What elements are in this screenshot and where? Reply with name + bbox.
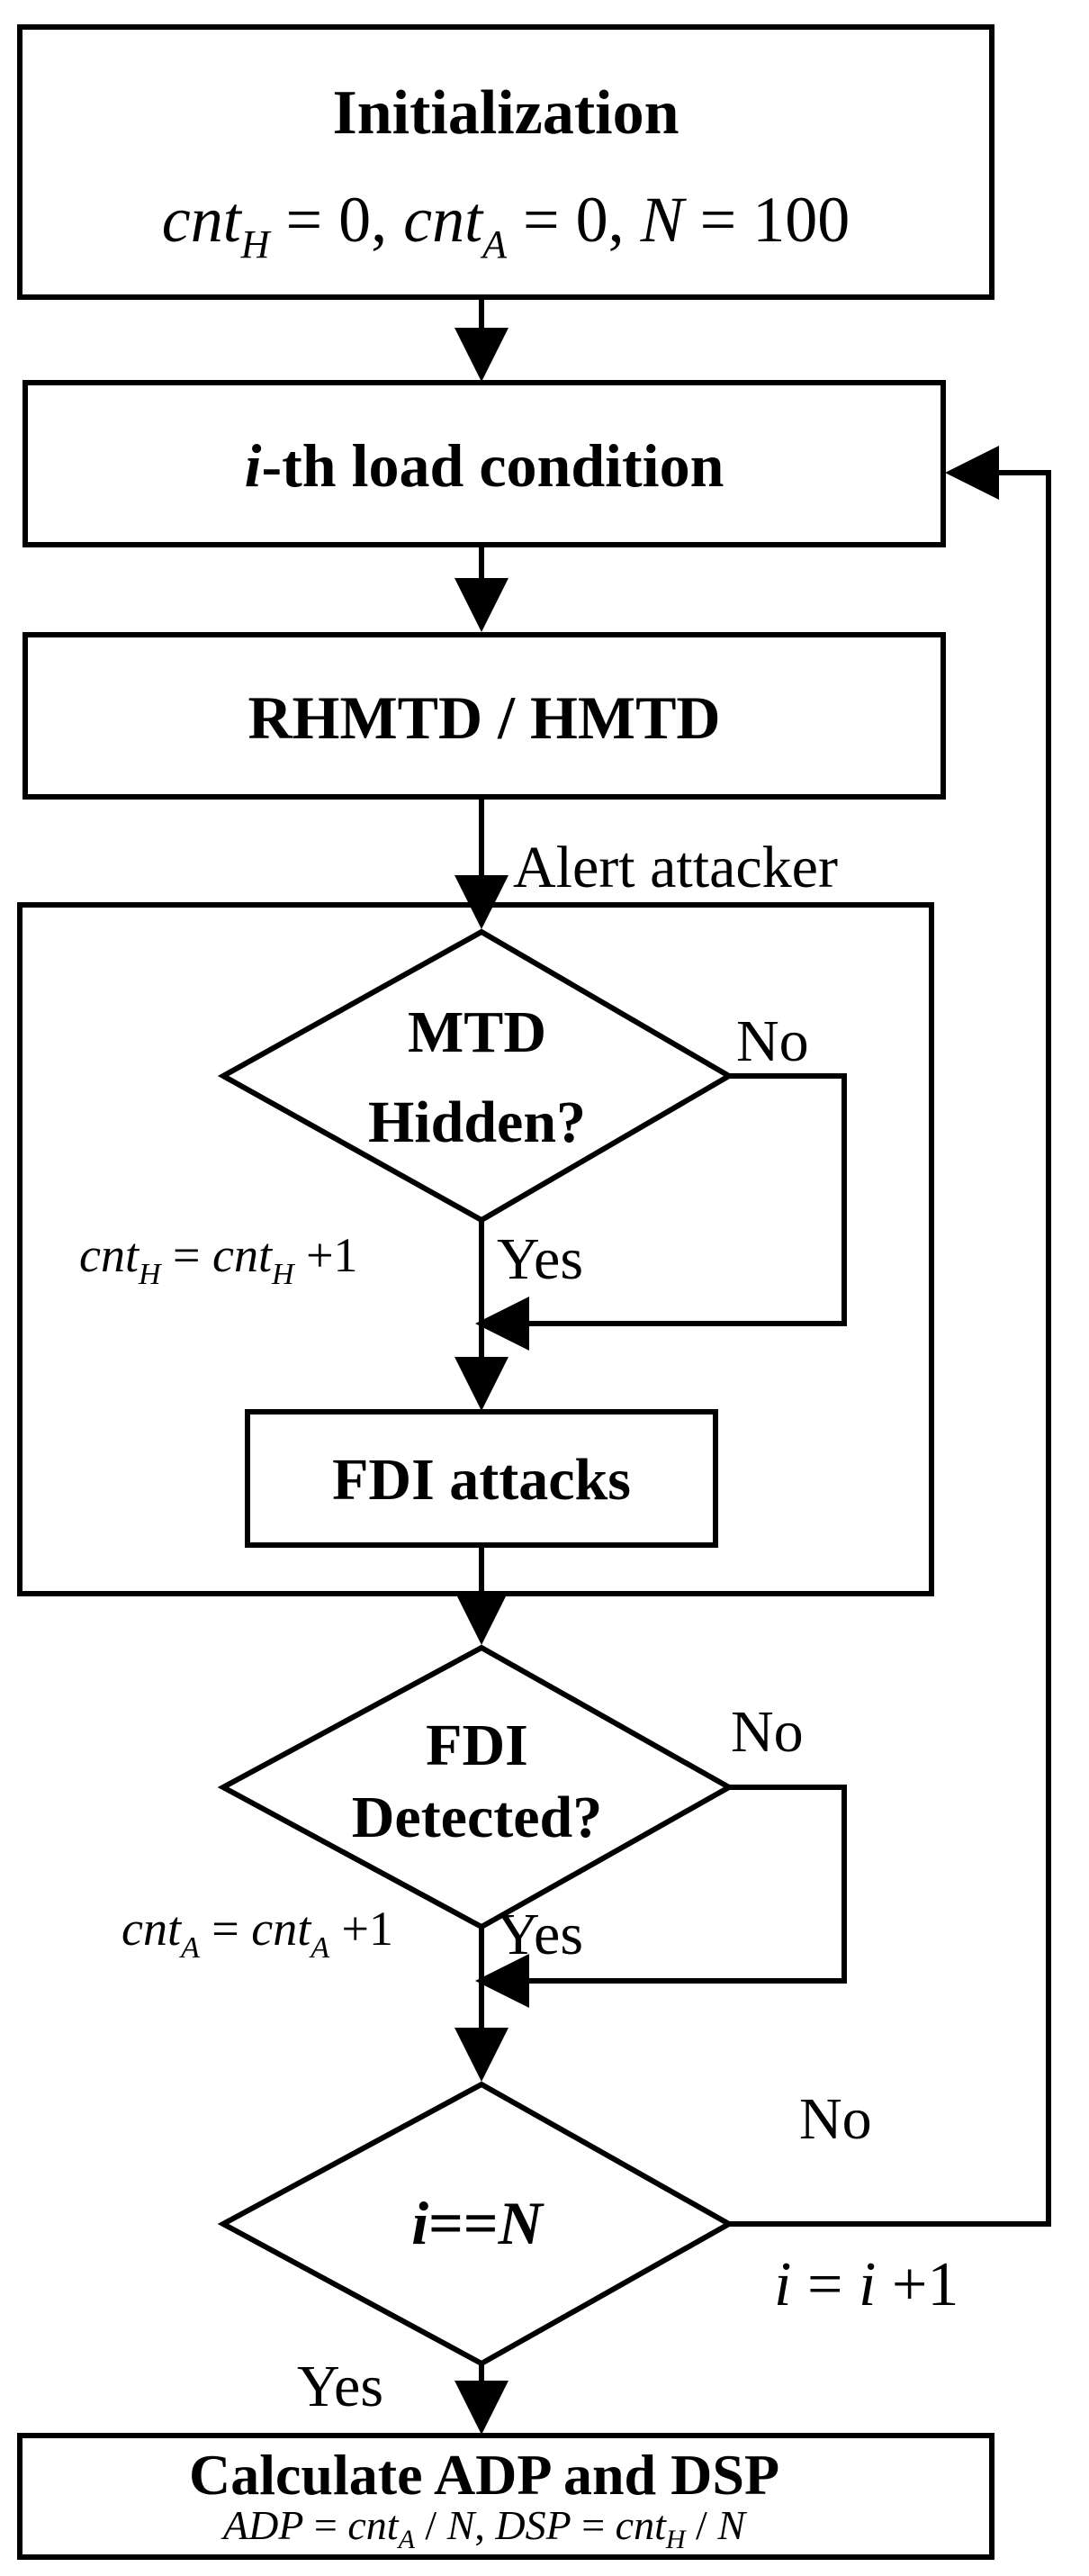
eq-sub: H xyxy=(138,1258,163,1291)
fdi-detected-line2: Detected? xyxy=(352,1785,603,1850)
fdi-detected-no-label: No xyxy=(731,1699,804,1765)
rhmtd-label: RHMTD / HMTD xyxy=(248,683,720,752)
cntA-update: cntA = cntA +1 xyxy=(122,1902,393,1965)
mtd-no-label: No xyxy=(736,1008,809,1074)
eq-var: N xyxy=(640,184,688,256)
initialization-equation: cntH = 0, cntA = 0, N = 100 xyxy=(162,184,850,267)
eq-text: = 0, xyxy=(507,184,641,256)
eq-cnt: cnt xyxy=(251,1902,312,1956)
eq-cnt: cnt xyxy=(403,184,484,256)
alert-attacker-label: Alert attacker xyxy=(513,835,838,900)
eq-text: +1 xyxy=(876,2250,958,2319)
eq-text: +1 xyxy=(294,1228,358,1282)
eq-sub: A xyxy=(480,222,508,267)
eq-sub: H xyxy=(240,222,272,267)
calculate-box xyxy=(17,2433,994,2560)
calculate-equation: ADP = cntA / N, DSP = cntH / N xyxy=(220,2502,747,2554)
loop-back-path xyxy=(729,446,1051,2227)
fdi-attacks-box xyxy=(245,1409,718,1548)
i-equals-n-no-label: No xyxy=(799,2086,872,2152)
label-op: == xyxy=(428,2189,499,2257)
eq-cnt: cnt xyxy=(122,1902,183,1956)
mtd-hidden-line1: MTD xyxy=(408,999,546,1065)
fdi-detected-yes-label: Yes xyxy=(497,1902,583,1967)
initialization-title: Initialization xyxy=(332,78,679,148)
eq-text: = xyxy=(572,2502,616,2548)
eq-text: , xyxy=(474,2502,495,2548)
eq-cnt: cnt xyxy=(79,1228,140,1282)
eq-text: = 100 xyxy=(684,184,850,256)
label-n: N xyxy=(498,2189,545,2257)
eq-text: +1 xyxy=(329,1902,393,1956)
i-equals-n-label: i==N xyxy=(411,2189,544,2257)
eq-cnt: cnt xyxy=(162,184,243,256)
eq-text: = xyxy=(200,1902,251,1956)
eq-sub: H xyxy=(665,2525,688,2554)
label-i: i xyxy=(411,2189,428,2257)
initialization-box xyxy=(17,24,994,300)
label-i: i xyxy=(245,431,262,500)
eq-var: i xyxy=(859,2250,876,2319)
mtd-no-path xyxy=(475,1073,847,1351)
mtd-hidden-decision xyxy=(217,928,734,1224)
label-rest: -th load condition xyxy=(262,431,724,500)
eq-text: = 0, xyxy=(270,184,404,256)
eq-sub: A xyxy=(397,2525,416,2554)
mtd-hidden-line2: Hidden? xyxy=(368,1089,586,1155)
eq-sub: H xyxy=(271,1258,296,1291)
eq-var: i xyxy=(774,2250,791,2319)
eq-var: DSP xyxy=(494,2502,571,2548)
i-equals-n-yes-label: Yes xyxy=(297,2354,383,2419)
fdi-detected-line1: FDI xyxy=(426,1713,528,1778)
load-condition-label: i-th load condition xyxy=(245,431,724,500)
i-increment-label: i = i +1 xyxy=(774,2250,958,2319)
eq-var: N xyxy=(716,2502,747,2548)
eq-text: = xyxy=(303,2502,347,2548)
eq-sub: A xyxy=(309,1931,329,1965)
fdi-attacks-label: FDI attacks xyxy=(332,1447,631,1513)
eq-text: / xyxy=(686,2502,718,2548)
eq-text: = xyxy=(791,2250,858,2319)
cntH-update: cntH = cntH +1 xyxy=(79,1228,358,1291)
eq-var: ADP xyxy=(220,2502,303,2548)
eq-sub: A xyxy=(179,1931,200,1965)
calculate-title: Calculate ADP and DSP xyxy=(189,2443,779,2507)
eq-text: / xyxy=(415,2502,447,2548)
eq-cnt: cnt xyxy=(212,1228,274,1282)
eq-cnt: cnt xyxy=(616,2502,667,2548)
eq-cnt: cnt xyxy=(347,2502,399,2548)
fdi-detected-no-path xyxy=(475,1785,847,2008)
eq-text: = xyxy=(161,1228,212,1282)
mtd-yes-label: Yes xyxy=(497,1226,583,1292)
eq-var: N xyxy=(446,2502,477,2548)
